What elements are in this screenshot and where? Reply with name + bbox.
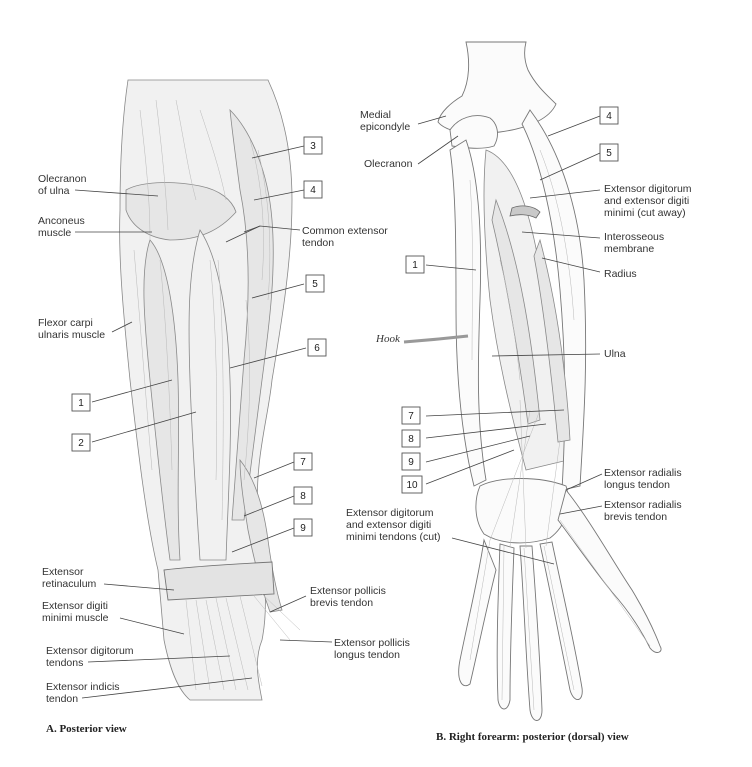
box-b-5-label: 5 (606, 148, 612, 159)
panel-b-labels: Medial epicondyle Olecranon Extensor dig… (346, 109, 692, 743)
box-b-10-label: 10 (406, 480, 418, 491)
label-ed-cut-tendons-line3: minimi tendons (cut) (346, 531, 441, 543)
label-ei-line2: tendon (46, 693, 78, 705)
box-b-5 (599, 143, 619, 162)
label-medial-epicondyle-line1: Medial (360, 109, 391, 121)
box-a-4-label: 4 (310, 185, 316, 196)
label-ed-tendons-line1: Extensor digitorum (46, 645, 134, 657)
label-olecranon-of-ulna-line1: Olecranon (38, 173, 87, 185)
box-b-7-label: 7 (408, 411, 414, 422)
box-a-7-label: 7 (300, 457, 306, 468)
label-ed-cut-tendons-line1: Extensor digitorum (346, 507, 434, 519)
panel-a-labels: Olecranon of ulna Anconeus muscle Common… (38, 173, 410, 735)
box-a-1 (71, 393, 91, 412)
box-a-4 (303, 180, 323, 199)
label-ed-tendons-line2: tendons (46, 657, 83, 669)
box-a-8-label: 8 (300, 491, 306, 502)
box-b-9-label: 9 (408, 457, 414, 468)
label-common-extensor-line1: Common extensor (302, 225, 388, 237)
panel-b-bone-illustration (403, 41, 662, 721)
panel-a-arm-illustration (119, 79, 301, 701)
box-a-5 (305, 274, 325, 293)
label-ei-line1: Extensor indicis (46, 681, 120, 693)
label-erb-line2: brevis tendon (604, 511, 667, 523)
panel-a-leaders (74, 145, 333, 699)
box-b-8 (401, 429, 421, 448)
label-retinaculum-line1: Extensor (42, 566, 84, 578)
label-erb-line1: Extensor radialis (604, 499, 682, 511)
label-epb-line2: brevis tendon (310, 597, 373, 609)
box-b-10 (401, 475, 423, 494)
panel-b-number-boxes: 4 5 1 7 8 9 10 (401, 106, 619, 494)
label-common-extensor-line2: tendon (302, 237, 334, 249)
label-ulna: Ulna (604, 348, 626, 360)
label-olecranon-of-ulna-line2: of ulna (38, 185, 70, 197)
label-ed-cut-tendons-line2: and extensor digiti (346, 519, 431, 531)
label-ed-cut-away-line1: Extensor digitorum (604, 183, 692, 195)
box-a-9 (293, 518, 313, 537)
box-a-3 (303, 136, 323, 155)
label-interosseous-line1: Interosseous (604, 231, 664, 243)
panel-a-number-boxes: 3 4 5 6 1 2 7 8 9 (71, 136, 327, 537)
label-olecranon-b: Olecranon (364, 158, 413, 170)
label-hook: Hook (375, 333, 401, 345)
box-b-8-label: 8 (408, 434, 414, 445)
label-medial-epicondyle-line2: epicondyle (360, 121, 410, 133)
label-anconeus-line2: muscle (38, 227, 71, 239)
box-b-9 (401, 452, 421, 471)
box-a-1-label: 1 (78, 398, 84, 409)
label-epb-line1: Extensor pollicis (310, 585, 386, 597)
label-edm-line2: minimi muscle (42, 612, 109, 624)
label-ed-cut-away-line2: and extensor digiti (604, 195, 689, 207)
box-a-7 (293, 452, 313, 471)
box-b-1-label: 1 (412, 260, 418, 271)
label-interosseous-line2: membrane (604, 243, 654, 255)
panel-b-leaders (417, 115, 603, 565)
label-retinaculum-line2: retinaculum (42, 578, 97, 590)
box-a-2-label: 2 (78, 438, 84, 449)
label-epl-line1: Extensor pollicis (334, 637, 410, 649)
label-fcu-line2: ulnaris muscle (38, 329, 105, 341)
box-a-6-label: 6 (314, 343, 320, 354)
box-a-2 (71, 433, 91, 452)
box-b-1 (405, 255, 425, 274)
box-b-4-label: 4 (606, 111, 612, 122)
box-b-4 (599, 106, 619, 125)
label-edm-line1: Extensor digiti (42, 600, 108, 612)
panel-a-caption: A. Posterior view (46, 723, 127, 735)
box-a-5-label: 5 (312, 279, 318, 290)
label-fcu-line1: Flexor carpi (38, 317, 93, 329)
label-epl-line2: longus tendon (334, 649, 400, 661)
box-a-3-label: 3 (310, 141, 316, 152)
label-erl-line1: Extensor radialis (604, 467, 682, 479)
panel-b-caption: B. Right forearm: posterior (dorsal) vie… (436, 731, 629, 743)
box-b-7 (401, 406, 421, 425)
label-radius: Radius (604, 268, 637, 280)
label-erl-line2: longus tendon (604, 479, 670, 491)
box-a-8 (293, 486, 313, 505)
label-anconeus-line1: Anconeus (38, 215, 85, 227)
box-a-9-label: 9 (300, 523, 306, 534)
label-ed-cut-away-line3: minimi (cut away) (604, 207, 686, 219)
box-a-6 (307, 338, 327, 357)
